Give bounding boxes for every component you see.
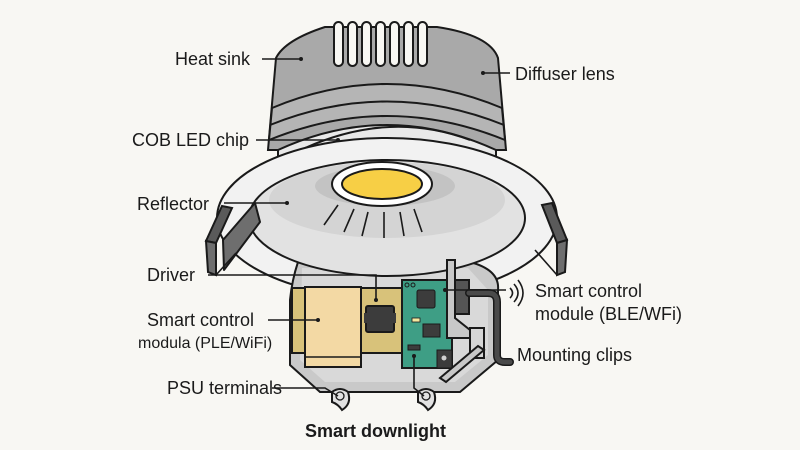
- label-mounting-clips: Mounting clips: [517, 345, 632, 365]
- cob-led-chip: [331, 161, 433, 207]
- label-smart-control-left-line2: modula (PLE/WiFi): [138, 335, 272, 352]
- label-diffuser-lens: Diffuser lens: [515, 64, 615, 84]
- label-heat-sink: Heat sink: [175, 49, 251, 69]
- label-smart-control-right-line1: Smart control: [535, 281, 642, 301]
- smart-control-module-box: [304, 286, 362, 368]
- label-cob-led-chip: COB LED chip: [132, 130, 249, 150]
- wireless-signal-icon: [509, 279, 524, 307]
- diagram-title: Smart downlight: [305, 421, 446, 441]
- leader-lines: [208, 57, 510, 397]
- mounting-clip-right: [534, 201, 569, 277]
- reflector: [248, 159, 526, 277]
- control-pcb: [401, 279, 453, 369]
- label-reflector: Reflector: [137, 194, 209, 214]
- label-smart-control-right-line2: module (BLE/WFi): [535, 304, 682, 324]
- label-driver: Driver: [147, 265, 195, 285]
- heat-sink: [266, 21, 508, 151]
- driver-chip: [364, 305, 396, 333]
- psu-terminal-left: [331, 388, 351, 412]
- label-psu-terminals: PSU terminals: [167, 378, 282, 398]
- antenna-bracket: [438, 259, 514, 384]
- psu-terminal-right: [417, 388, 437, 412]
- label-smart-control-left-line1: Smart control: [147, 310, 254, 330]
- mounting-clip-left: [204, 202, 261, 277]
